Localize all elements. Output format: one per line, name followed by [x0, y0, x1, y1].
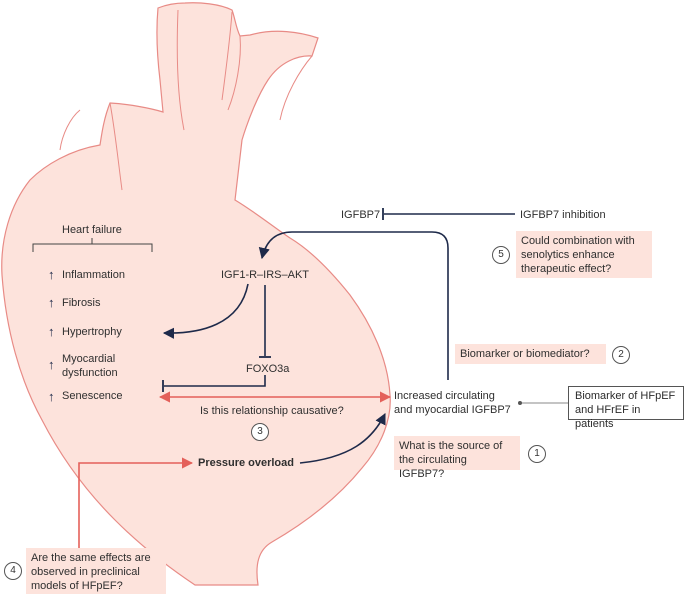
myocardial-label-line1: Myocardial: [62, 353, 116, 365]
up-arrow-icon: ↑: [48, 324, 55, 339]
vessel-line: [59, 109, 81, 151]
hypertrophy-label: Hypertrophy: [62, 326, 122, 338]
vessel-line: [227, 35, 241, 111]
biomarker-box: Biomarker of HFpEF and HFrEF in patients: [568, 386, 684, 430]
question-4-line2: observed in preclinical: [31, 566, 140, 578]
increased-igfbp7-line2: and myocardial IGFBP7: [394, 404, 511, 416]
up-arrow-icon: ↑: [48, 295, 55, 310]
biomarker-connector-dot: [518, 401, 522, 405]
question-5-number: 5: [492, 246, 510, 264]
heart-shape: [1, 2, 391, 586]
vessel-line: [221, 11, 233, 101]
question-3-number: 3: [251, 423, 269, 441]
question-1-line1: What is the source of: [399, 440, 503, 452]
biomarker-line1: Biomarker of HFpEF: [575, 390, 676, 402]
heart-failure-title: Heart failure: [62, 224, 122, 236]
igfbp7-inhibition-node: IGFBP7 inhibition: [520, 209, 606, 221]
question-5-line1: Could combination with: [521, 235, 635, 247]
myocardial-label-line2: dysfunction: [62, 367, 118, 379]
pathway-to-hypertrophy-arrow: [162, 283, 249, 339]
question-1-line2: the circulating IGFBP7?: [399, 454, 467, 480]
pressure-to-igfbp7-arrow: [299, 412, 386, 464]
heart-failure-bracket: [32, 238, 153, 252]
question-1-box: What is the source of the circulating IG…: [394, 436, 520, 480]
vessel-line: [176, 9, 185, 131]
question-4-number: 4: [4, 562, 22, 580]
question-5-box: Could combination with senolytics enhanc…: [516, 231, 652, 278]
inflammation-label: Inflammation: [62, 269, 125, 281]
fibrosis-label: Fibrosis: [62, 297, 101, 309]
up-arrow-icon: ↑: [48, 357, 55, 372]
question-4-box: Are the same effects are observed in pre…: [26, 548, 166, 594]
question-2-number: 2: [612, 346, 630, 364]
up-arrow-icon: ↑: [48, 267, 55, 282]
igfbp7-to-pathway-arrow: [258, 231, 449, 380]
question-3-text: Is this relationship causative?: [200, 405, 344, 417]
foxo-senescence-line: [164, 375, 266, 387]
question-2-box: Biomarker or biomediator?: [455, 344, 606, 364]
question-4-line1: Are the same effects are: [31, 552, 151, 564]
up-arrow-icon: ↑: [48, 389, 55, 404]
foxo3a-node: FOXO3a: [246, 363, 290, 375]
vessel-line: [109, 102, 123, 191]
pressure-overload-node: Pressure overload: [198, 457, 294, 469]
question-5-line2: senolytics enhance: [521, 249, 615, 261]
senescence-label: Senescence: [62, 390, 123, 402]
increased-igfbp7-line1: Increased circulating: [394, 390, 495, 402]
pathway-node: IGF1-R–IRS–AKT: [221, 269, 310, 281]
igfbp7-node: IGFBP7: [341, 209, 381, 221]
biomarker-line2: and HFrEF in patients: [575, 404, 641, 430]
question-4-line3: models of HFpEF?: [31, 580, 123, 592]
preclinical-arrow: [78, 457, 194, 548]
question-5-line3: therapeutic effect?: [521, 263, 612, 275]
question-1-number: 1: [528, 445, 546, 463]
question-2-line1: Biomarker or biomediator?: [460, 348, 590, 360]
vessel-line: [279, 55, 313, 121]
